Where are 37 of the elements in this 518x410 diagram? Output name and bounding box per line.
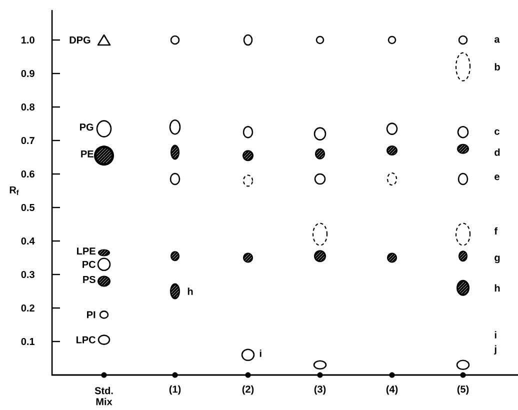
lane-label: Std. Mix — [94, 386, 113, 406]
row-letter: c — [494, 129, 500, 135]
lane-label: (1) — [169, 385, 181, 395]
tick-label: 0.8 — [21, 103, 34, 111]
spot-label: LPE — [77, 248, 96, 255]
spot-label: PI — [87, 311, 96, 318]
row-letter: d — [494, 148, 500, 156]
tick-label: 0.6 — [21, 170, 34, 178]
spot-letter: h — [188, 288, 193, 295]
spot-label: PE — [81, 150, 94, 158]
tick-label: 0.1 — [21, 338, 35, 346]
lane-label: (5) — [457, 385, 469, 395]
spot-label: PC — [82, 260, 96, 268]
row-letter: b — [494, 63, 500, 70]
spot-label: DPG — [70, 36, 90, 44]
tick-label: 1.0 — [22, 36, 34, 44]
lane-label: (4) — [386, 385, 398, 395]
row-letter: j — [494, 345, 496, 355]
row-letter: f — [494, 227, 498, 235]
row-letter: a — [494, 37, 500, 43]
tick-label: 0.9 — [21, 70, 34, 78]
spot-label: LPC — [76, 336, 96, 344]
lane-label: (3) — [314, 385, 326, 395]
spot-label: PS — [83, 276, 96, 284]
tick-label: 0.5 — [21, 204, 35, 212]
tick-label: 0.3 — [21, 270, 34, 278]
row-letter: h — [494, 284, 500, 292]
spot-label: PG — [80, 124, 94, 131]
spot-letter: i — [260, 350, 262, 357]
row-letter: i — [494, 331, 496, 338]
row-letter: e — [494, 174, 500, 180]
tick-label: 0.4 — [21, 237, 35, 245]
lane-label: (2) — [242, 385, 254, 395]
tick-label: 0.7 — [21, 136, 34, 144]
tick-label: 0.2 — [21, 304, 34, 312]
row-letter: g — [494, 256, 500, 264]
axis-title: R$_{f}$ — [10, 186, 19, 195]
